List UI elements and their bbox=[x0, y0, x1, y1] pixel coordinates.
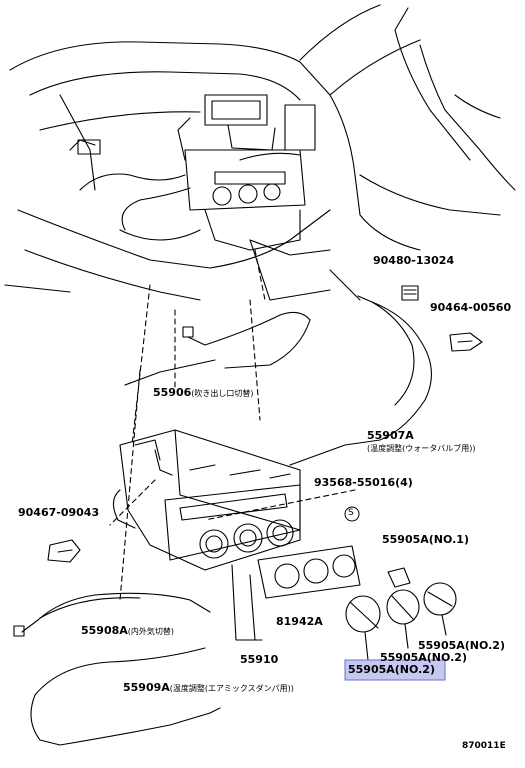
label-93568-55016[interactable]: 93568-55016(4) bbox=[314, 476, 413, 489]
label-90480-13024[interactable]: 90480-13024 bbox=[373, 254, 455, 267]
cable-55909A bbox=[30, 647, 221, 746]
label-55906-number: 55906 bbox=[153, 386, 192, 399]
label-90467-09043[interactable]: 90467-09043 bbox=[18, 506, 100, 519]
label-55909A-number: 55909A bbox=[123, 681, 170, 694]
dashed-guides bbox=[109, 249, 356, 601]
knob-55905A-no2-group bbox=[345, 582, 457, 661]
heater-control-unit bbox=[112, 429, 301, 571]
cable-55907A bbox=[289, 295, 432, 466]
clip-90480 bbox=[401, 285, 419, 301]
screw-symbol bbox=[344, 506, 360, 522]
dashboard-illustration bbox=[4, 4, 516, 301]
bracket-90467 bbox=[47, 539, 81, 563]
label-55906-note: (吹き出し口切替) bbox=[191, 389, 254, 398]
label-90464-00560[interactable]: 90464-00560 bbox=[430, 301, 512, 314]
knob-55905A-no1 bbox=[387, 567, 411, 588]
panel-81942A bbox=[257, 545, 361, 599]
label-55908A-number: 55908A bbox=[81, 624, 128, 637]
cable-55908A bbox=[13, 592, 211, 637]
label-55910[interactable]: 55910 bbox=[240, 653, 279, 666]
label-55908A[interactable]: 55908A(内外気切替) bbox=[81, 625, 174, 636]
diagram-id: 870011E bbox=[462, 741, 506, 751]
label-55905A-no1[interactable]: 55905A(NO.1) bbox=[382, 533, 469, 546]
label-55908A-note: (内外気切替) bbox=[127, 627, 175, 636]
label-55905A-no2-a[interactable]: 55905A(NO.2) bbox=[418, 639, 505, 652]
label-55906[interactable]: 55906(吹き出し口切替) bbox=[153, 387, 254, 398]
label-55905A-no2-selected[interactable]: 55905A(NO.2) bbox=[348, 663, 435, 676]
label-55909A-note: (温度調整(エアミックスダンパ用)) bbox=[169, 684, 294, 693]
selected-part-highlight bbox=[344, 659, 446, 681]
cable-55906 bbox=[124, 311, 311, 386]
label-55905A-no2-b[interactable]: 55905A(NO.2) bbox=[380, 651, 467, 664]
label-81942A[interactable]: 81942A bbox=[276, 615, 323, 628]
label-55907A[interactable]: 55907A bbox=[367, 429, 414, 442]
leader-55910 bbox=[231, 564, 263, 641]
clip-90464 bbox=[449, 332, 483, 352]
label-55907A-note: (温度調整(ウォータバルブ用)) bbox=[367, 444, 476, 453]
screw-symbol-label: S bbox=[348, 508, 354, 518]
label-55909A[interactable]: 55909A(温度調整(エアミックスダンパ用)) bbox=[123, 682, 294, 693]
